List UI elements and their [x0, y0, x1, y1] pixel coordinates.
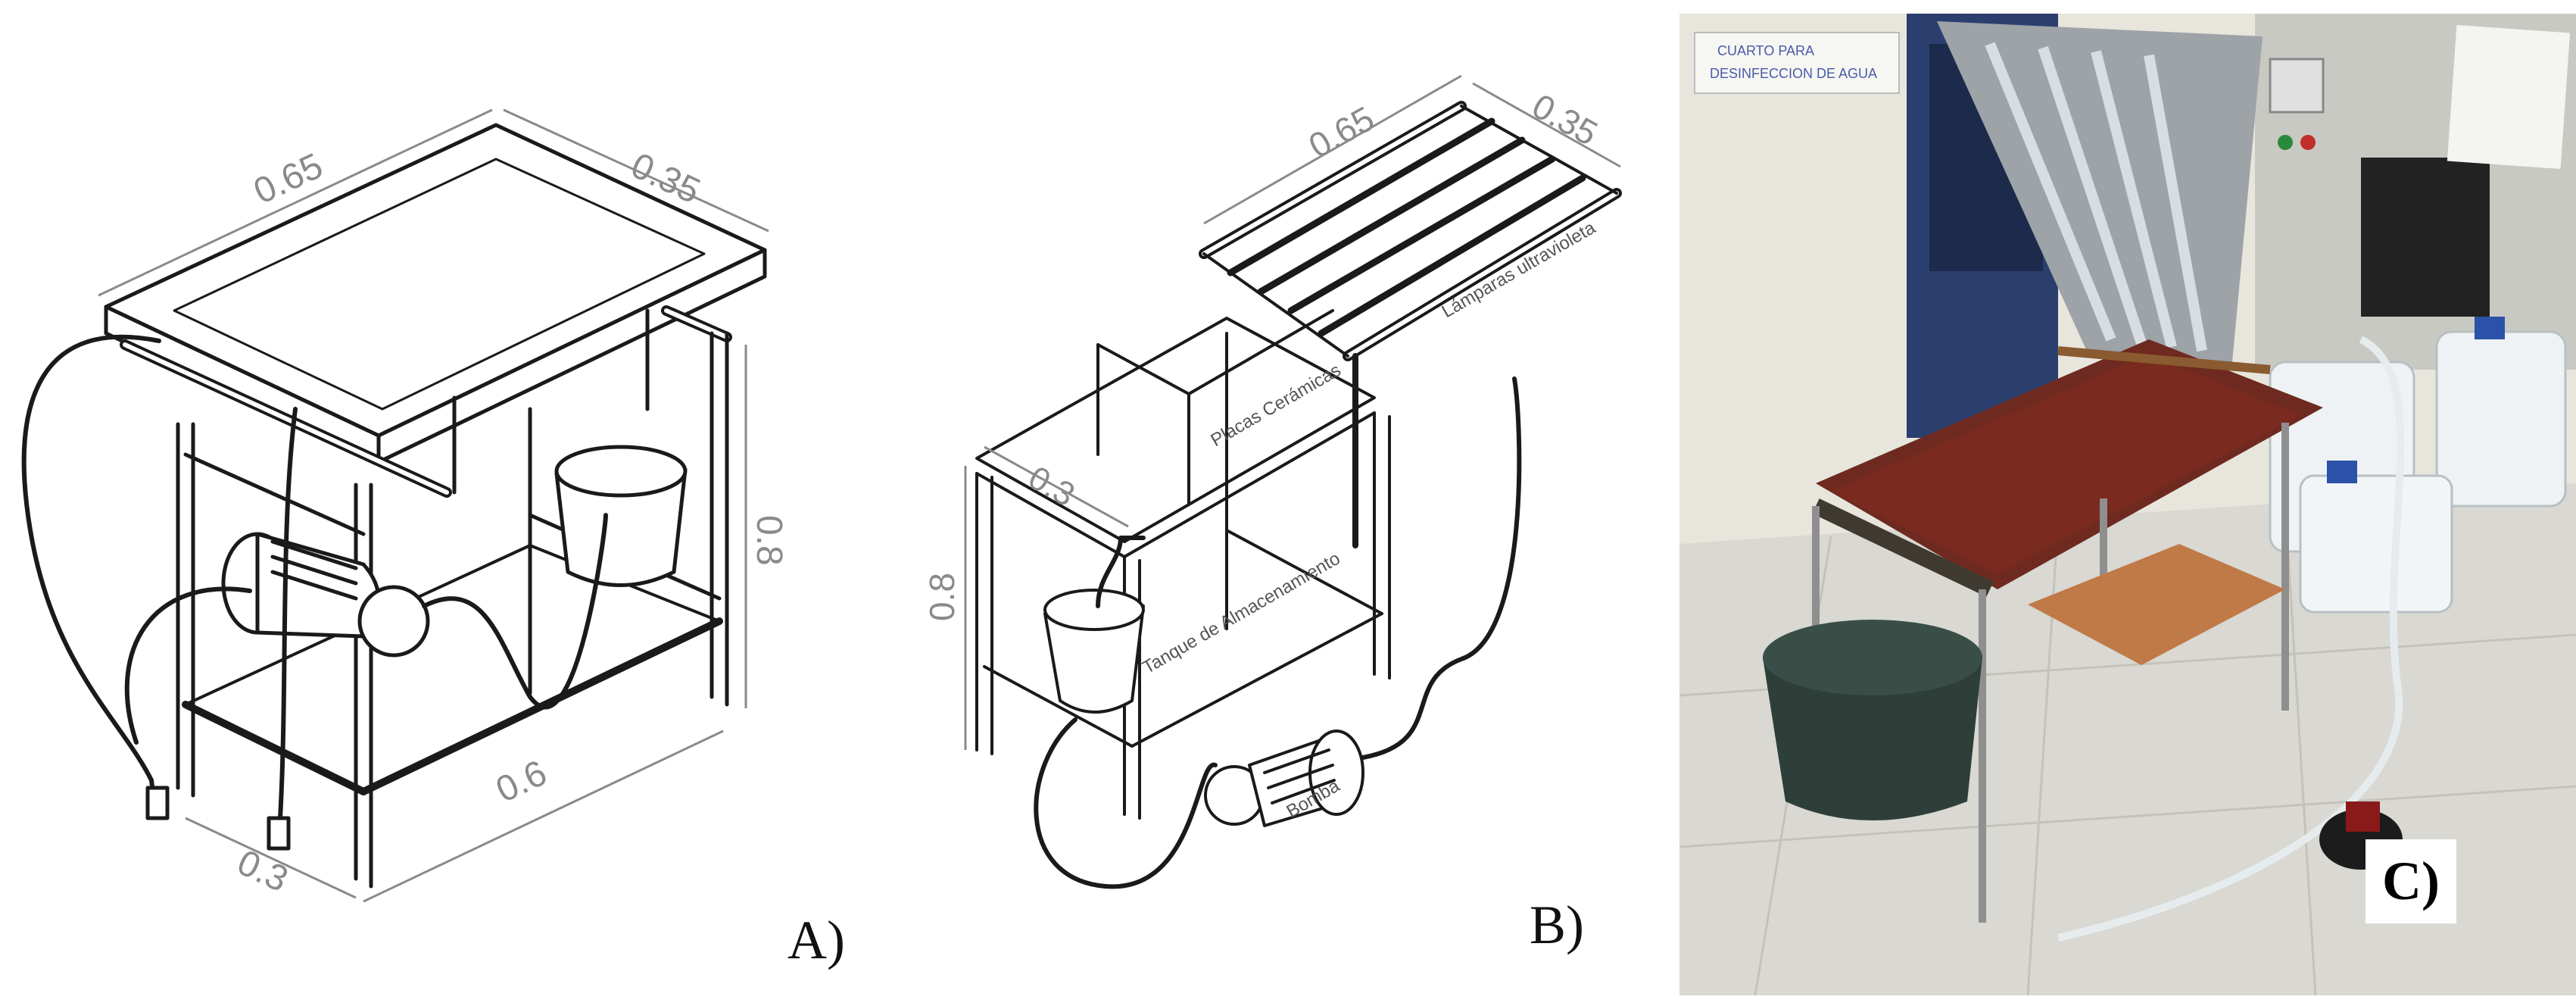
panel-c-label: C)	[2365, 839, 2456, 923]
panel-a-drawing: 0.65 0.35 0.8 0.6 0.3 A)	[0, 0, 871, 1006]
prototype-isometric-b: 0.65 0.35 0.3 0.8 Lámparas ultravioleta …	[922, 74, 1622, 889]
hose-b-outlet	[1361, 376, 1522, 760]
hose-b-inlet	[1034, 717, 1218, 889]
pump-a	[221, 532, 430, 658]
wall-sign-line-1: CUARTO PARA	[1717, 43, 1814, 58]
dim-a-length: 0.65	[248, 145, 329, 212]
uv-lamp-panel	[1199, 101, 1622, 361]
label-storage-tank: Tanque de Almacenamiento	[1140, 548, 1344, 678]
prototype-photo: CUARTO PARA DESINFECCION DE AGUA	[1679, 14, 2576, 995]
wall-sign-line-2: DESINFECCION DE AGUA	[1710, 66, 1877, 81]
hose-photo	[2057, 336, 2405, 942]
dim-a-base-width: 0.3	[231, 842, 294, 900]
power-cord-left	[21, 334, 161, 813]
dim-a-height: 0.8	[749, 515, 789, 566]
prototype-isometric-a: 0.65 0.35 0.8 0.6 0.3	[21, 108, 789, 903]
dim-a-base-length: 0.6	[490, 753, 553, 811]
tray-inner-edge	[173, 158, 706, 411]
dim-b-height: 0.8	[922, 573, 962, 621]
panel-c-photo: CUARTO PARA DESINFECCION DE AGUA	[1679, 14, 2576, 995]
table-top-b	[975, 317, 1376, 543]
panel-a-label: A)	[787, 910, 845, 970]
pump-b	[1204, 730, 1364, 827]
tray-right-side	[376, 248, 767, 464]
panel-b-label: B)	[1530, 895, 1584, 955]
label-uv-lamps: Lámparas ultravioleta	[1439, 217, 1600, 322]
dim-b-width: 0.35	[1526, 86, 1605, 153]
panel-b-drawing: 0.65 0.35 0.3 0.8 Lámparas ultravioleta …	[871, 0, 1658, 1006]
